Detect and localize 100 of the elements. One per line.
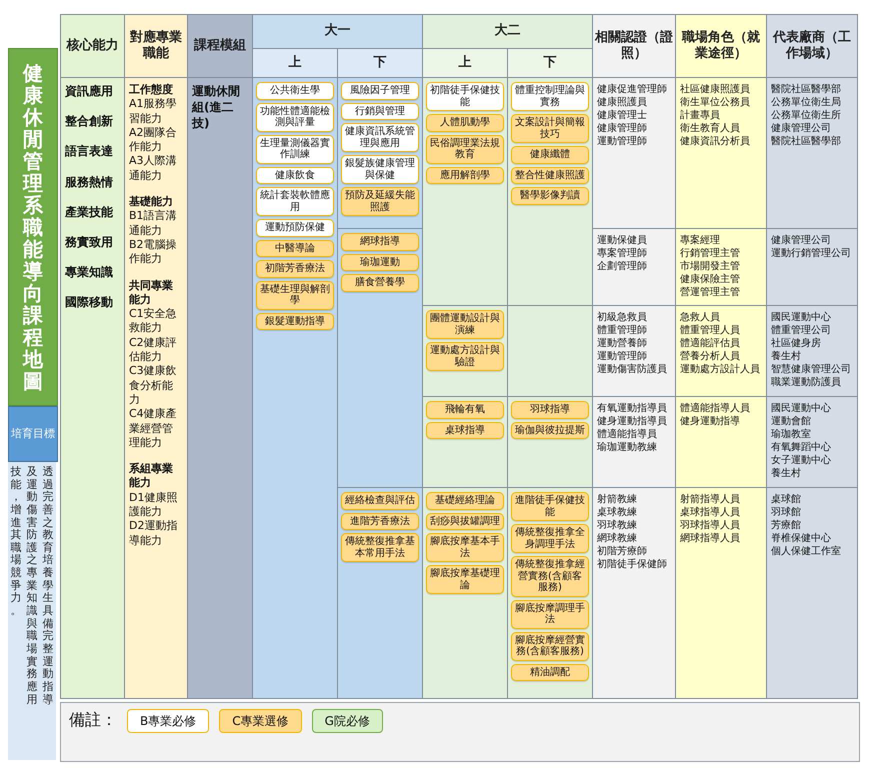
employer-text: 國民運動中心 <box>771 402 832 415</box>
certification-text: 運動傷害防護員 <box>597 363 668 376</box>
course-box: 功能性體適能檢測與評量 <box>256 102 334 132</box>
certification-text: 有氧運動指導員 <box>597 402 668 415</box>
certification-text: 網球教練 <box>597 532 638 545</box>
core-competency-text: 產業技能 <box>65 204 114 220</box>
column-header: 上 <box>423 49 507 77</box>
course-box: 精油調配 <box>511 664 589 681</box>
job-role-text: 衛生教育人員 <box>680 122 741 135</box>
column-header: 下 <box>508 49 592 77</box>
job-role-text: 運動處方設計人員 <box>680 363 761 376</box>
course-box: 生理量測儀器實作訓練 <box>256 134 334 164</box>
certification-text: 健康管理士 <box>597 109 648 122</box>
job-role-text: 營運管理主管 <box>680 286 741 299</box>
job-role-text: 市場開發主管 <box>680 260 741 273</box>
course-box: 傳統整復推拿基本常用手法 <box>341 533 419 562</box>
certification-text: 企劃管理師 <box>597 260 648 273</box>
employer-text: 職業運動防護員 <box>771 376 842 389</box>
employer-text: 瑜珈教室 <box>771 428 812 441</box>
course-box: 民俗調理業法規教育 <box>426 134 504 164</box>
core-competency-text: 國際移動 <box>65 294 114 310</box>
job-role-text: 急救人員 <box>680 311 721 324</box>
legend-swatch: C專業選修 <box>219 709 302 733</box>
course-box: 腳底按摩經營實務(含顧客服務) <box>511 632 589 660</box>
employer-text: 社區健身房 <box>771 337 822 350</box>
course-box: 行銷與管理 <box>341 102 419 120</box>
course-box: 刮痧與拔罐調理 <box>426 512 504 530</box>
certification-text: 運動管理師 <box>597 350 648 363</box>
employer-text: 公務單位衛生局 <box>771 96 842 109</box>
certification-text: 體重管理師 <box>597 324 648 337</box>
column-header: 核心能力 <box>61 15 124 77</box>
course-box: 經絡檢查與評估 <box>341 492 419 510</box>
competency-text: D1健康照護能力 <box>129 490 178 520</box>
course-box: 銀髮運動指導 <box>256 312 334 330</box>
certification-text: 初級急救員 <box>597 311 648 324</box>
competency-text: B2電腦操作能力 <box>129 238 178 267</box>
course-box: 腳底按摩基本手法 <box>426 533 504 562</box>
certification-text: 初階芳療師 <box>597 545 648 558</box>
course-box: 瑜伽與彼拉提斯 <box>511 422 589 439</box>
core-competency-text: 資訊應用 <box>65 83 114 100</box>
certification-text: 體適能指導員 <box>597 428 658 441</box>
job-role-text: 行銷管理主管 <box>680 247 741 260</box>
course-box: 健康纖體 <box>511 146 589 164</box>
course-box: 整合性健康照護 <box>511 166 589 184</box>
job-role-text: 網球指導人員 <box>680 532 741 545</box>
column-header: 課程模組 <box>188 15 252 77</box>
job-role-text: 體適能評估員 <box>680 337 741 350</box>
course-box: 初階徒手保健技能 <box>426 82 504 111</box>
course-box: 運動預防保健 <box>256 219 334 236</box>
course-box: 應用解剖學 <box>426 166 504 184</box>
remark-label: 備註： <box>69 709 117 731</box>
certification-text: 健康促進管理師 <box>597 83 668 96</box>
course-box: 預防及延緩失能照護 <box>341 187 419 216</box>
job-role-text: 體重管理人員 <box>680 324 741 337</box>
course-box: 飛輪有氧 <box>426 401 504 418</box>
employer-text: 公務單位衛生所 <box>771 109 842 122</box>
course-box: 醫學影像判讀 <box>511 187 589 204</box>
course-box: 團體運動設計與演練 <box>426 310 504 339</box>
core-competency-text: 服務熱情 <box>65 174 114 190</box>
core-competency-text: 語言表達 <box>65 143 114 160</box>
course-box: 銀髮族健康管理與保健 <box>341 155 419 184</box>
course-box: 統計套裝軟體應用 <box>256 187 334 216</box>
competency-heading: 基礎能力 <box>129 195 174 210</box>
course-box: 人體肌動學 <box>426 114 504 132</box>
competency-heading: 工作態度 <box>129 83 174 98</box>
core-competency-text: 整合創新 <box>65 113 114 130</box>
course-box: 健康資訊系統管理與應用 <box>341 123 419 152</box>
competency-text: A3人際溝通能力 <box>129 154 178 184</box>
goal-text: 透過完善之教育培養學生具備完整運動指導 <box>42 466 54 706</box>
certification-text: 運動保健員 <box>597 234 648 247</box>
course-box: 進階芳香療法 <box>341 512 419 530</box>
competency-text: A1服務學習能力 <box>129 97 178 126</box>
course-box: 文案設計與簡報技巧 <box>511 114 589 143</box>
competency-text: C3健康飲食分析能力 <box>129 364 178 408</box>
certification-text: 運動營養師 <box>597 337 648 350</box>
course-box: 腳底按摩調理手法 <box>511 600 589 628</box>
certification-text: 初階徒手保健師 <box>597 558 668 571</box>
competency-heading: 系組專業能力 <box>129 462 174 491</box>
course-box: 瑜珈運動 <box>341 254 419 271</box>
job-role-text: 健康保險主管 <box>680 273 741 286</box>
course-box: 膳食營養學 <box>341 274 419 292</box>
employer-text: 體重管理公司 <box>771 324 832 337</box>
job-role-text: 羽球指導人員 <box>680 519 741 532</box>
competency-text: B1語言溝通能力 <box>129 209 178 238</box>
employer-text: 有氧舞蹈中心 <box>771 441 832 454</box>
employer-text: 羽球館 <box>771 506 802 519</box>
course-box: 運動處方設計與驗證 <box>426 342 504 371</box>
certification-text: 健康照護員 <box>597 96 648 109</box>
employer-text: 健康管理公司 <box>771 234 832 247</box>
certification-text: 健康管理師 <box>597 122 648 135</box>
core-competency-text: 務實致用 <box>65 234 114 250</box>
employer-text: 桌球館 <box>771 493 802 506</box>
employer-text: 養生村 <box>771 467 802 480</box>
column-header: 職場角色（就業途徑） <box>676 15 766 77</box>
goal-text: 技能，增進其職場競爭力。 <box>10 466 22 620</box>
course-box: 進階徒手保健技能 <box>511 492 589 521</box>
course-box: 體重控制理論與實務 <box>511 82 589 111</box>
competency-text: C2健康評估能力 <box>129 336 178 364</box>
competency-text: D2運動指導能力 <box>129 519 178 548</box>
job-role-text: 社區健康照護員 <box>680 83 751 96</box>
